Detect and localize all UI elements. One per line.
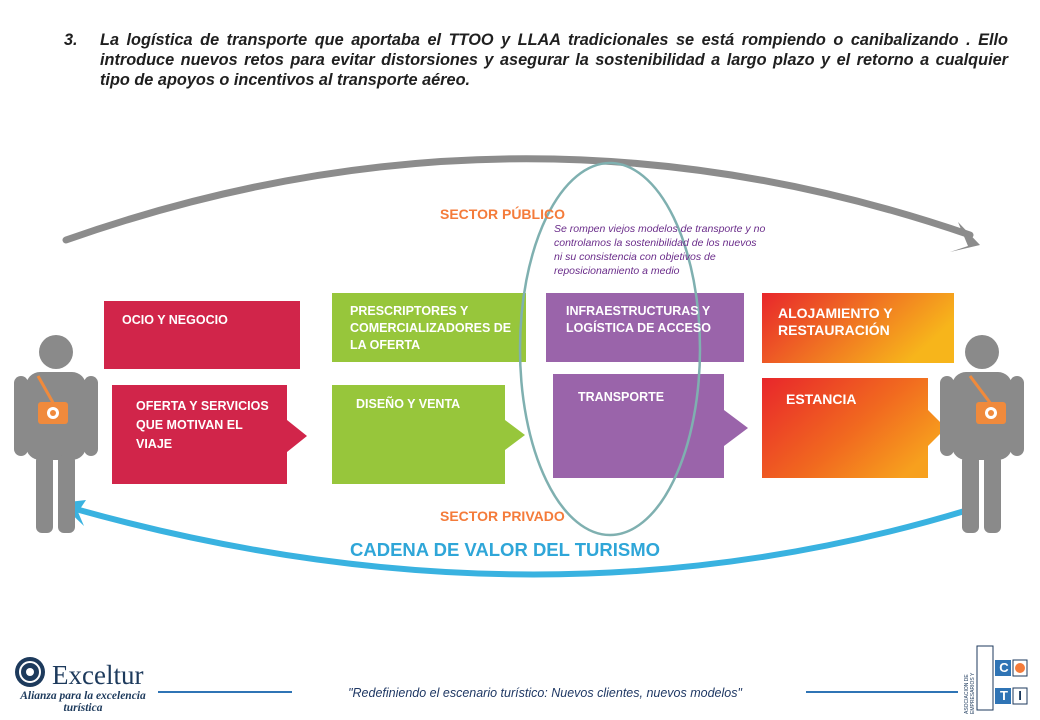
exceltur-logo-name: Exceltur <box>52 660 144 690</box>
cit-letter-t: T <box>1000 688 1008 703</box>
highlight-ellipse <box>518 161 702 537</box>
exceltur-logo-icon <box>15 657 45 687</box>
left-person-icon <box>14 335 98 533</box>
box-diseno-label: DISEÑO Y VENTA <box>356 397 461 411</box>
box-oferta-label: OFERTA Y SERVICIOS QUE MOTIVAN EL VIAJE <box>136 399 269 451</box>
intro-paragraph: 3. La logística de transporte que aportab… <box>64 30 1008 90</box>
bottom-arrow <box>69 505 971 578</box>
right-person-icon <box>940 335 1024 533</box>
box-ocio-negocio-label: OCIO Y NEGOCIO <box>122 313 228 327</box>
box-estancia <box>762 378 946 478</box>
box-alojamiento <box>762 293 954 363</box>
intro-number: 3. <box>64 31 78 49</box>
cit-letter-i: I <box>1018 688 1022 703</box>
exceltur-logo-tagline: Alianza para la excelencia turística <box>20 690 146 714</box>
box-diseno <box>332 385 525 484</box>
box-infraestructuras-label: INFRAESTRUCTURAS Y LOGÍSTICA DE ACCESO <box>566 304 711 335</box>
intro-text: La logística de transporte que aportaba … <box>100 31 1008 89</box>
footer-caption: "Redefiniendo el escenario turístico: Nu… <box>348 686 742 700</box>
box-infraestructuras <box>546 293 744 362</box>
ellipse-note: Se rompen viejos modelos de transporte y… <box>554 223 766 277</box>
box-alojamiento-label: ALOJAMIENTO Y RESTAURACIÓN <box>778 305 893 338</box>
cit-association-text: ASOCIACIÓN DE EMPRESARIOS Y PROFESIONALE… <box>964 672 976 714</box>
box-oferta <box>112 385 307 484</box>
box-prescriptores <box>332 293 526 362</box>
box-estancia-label: ESTANCIA <box>786 391 857 407</box>
box-transporte <box>553 374 748 478</box>
top-arrow <box>62 155 974 244</box>
box-transporte-label: TRANSPORTE <box>578 390 665 404</box>
box-ocio-negocio <box>104 301 300 369</box>
top-arrow-head <box>950 222 980 252</box>
box-prescriptores-label: PRESCRIPTORES Y COMERCIALIZADORES DE LA … <box>350 304 512 352</box>
sector-publico-label: SECTOR PÚBLICO <box>440 206 565 222</box>
cit-letter-c: C <box>999 660 1009 675</box>
diagram-title: CADENA DE VALOR DEL TURISMO <box>350 539 661 560</box>
sector-privado-label: SECTOR PRIVADO <box>440 508 565 524</box>
cit-association-logo <box>976 645 1028 711</box>
